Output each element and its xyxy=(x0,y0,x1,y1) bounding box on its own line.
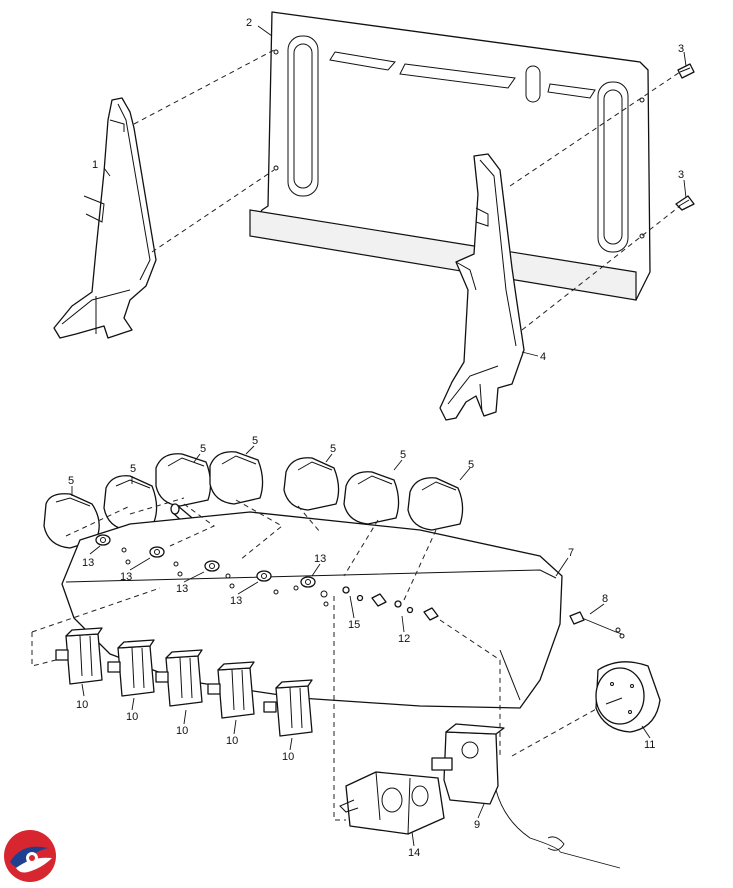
knob-7-part-5 xyxy=(407,477,464,531)
callout-10-reg-4: 10 xyxy=(226,735,238,747)
knob-4-part-5 xyxy=(209,451,264,505)
callout-5-knob-7: 5 xyxy=(468,459,474,471)
callout-5-knob-2: 5 xyxy=(130,463,136,475)
callout-11: 11 xyxy=(644,739,655,751)
selector-switch-part-9 xyxy=(431,723,621,869)
knob-5-part-5 xyxy=(283,457,340,511)
rotary-switch-part-14 xyxy=(339,771,445,835)
callout-3-upper: 3 xyxy=(678,43,684,55)
callout-5-knob-3: 5 xyxy=(200,443,206,455)
energy-regulator-2-part-10 xyxy=(107,639,155,697)
callout-13-nut-4: 13 xyxy=(230,595,242,607)
callout-13-nut-5: 13 xyxy=(314,553,326,565)
callout-5-knob-1: 5 xyxy=(68,475,74,487)
callout-10-reg-5: 10 xyxy=(282,751,294,763)
callout-10-reg-2: 10 xyxy=(126,711,138,723)
callout-3-lower: 3 xyxy=(678,169,684,181)
lamp-holder-part-15 xyxy=(342,586,387,607)
energy-regulator-4-part-10 xyxy=(207,661,255,719)
lamp-holder-part-12 xyxy=(394,600,439,621)
left-bracket-part-1 xyxy=(53,97,157,339)
callout-14: 14 xyxy=(408,847,420,859)
callout-1: 1 xyxy=(92,159,98,171)
callout-5-knob-5: 5 xyxy=(330,443,336,455)
right-bracket-part-4 xyxy=(439,153,525,421)
callout-7: 7 xyxy=(568,547,574,559)
callout-8: 8 xyxy=(602,593,608,605)
nut-4-part-13 xyxy=(256,570,272,582)
callout-2: 2 xyxy=(246,17,252,29)
nut-2-part-13 xyxy=(149,546,165,558)
nut-5-part-13 xyxy=(300,576,316,588)
callout-15: 15 xyxy=(348,619,360,631)
callout-12: 12 xyxy=(398,633,410,645)
callout-13-nut-3: 13 xyxy=(176,583,188,595)
nut-1-part-13 xyxy=(95,534,111,546)
indicator-lamp-part-8 xyxy=(569,611,625,639)
brand-logo-icon xyxy=(4,830,56,882)
knob-6-part-5 xyxy=(343,471,400,525)
knob-1-part-5 xyxy=(43,493,100,549)
callout-5-knob-4: 5 xyxy=(252,435,258,447)
energy-regulator-5-part-10 xyxy=(263,679,313,737)
screw-lower-part-3 xyxy=(675,195,695,211)
screw-upper-part-3 xyxy=(677,63,695,79)
nut-3-part-13 xyxy=(204,560,220,572)
callout-10-reg-1: 10 xyxy=(76,699,88,711)
timer-part-11 xyxy=(595,661,661,733)
callout-4: 4 xyxy=(540,351,546,363)
knob-2-part-5 xyxy=(103,475,158,531)
callout-5-knob-6: 5 xyxy=(400,449,406,461)
washers xyxy=(121,547,329,607)
energy-regulator-1-part-10 xyxy=(55,627,103,685)
callout-9: 9 xyxy=(474,819,480,831)
energy-regulator-3-part-10 xyxy=(155,649,203,707)
callout-13-nut-1: 13 xyxy=(82,557,94,569)
callout-13-nut-2: 13 xyxy=(120,571,132,583)
callout-10-reg-3: 10 xyxy=(176,725,188,737)
back-panel-part-2 xyxy=(249,11,651,301)
